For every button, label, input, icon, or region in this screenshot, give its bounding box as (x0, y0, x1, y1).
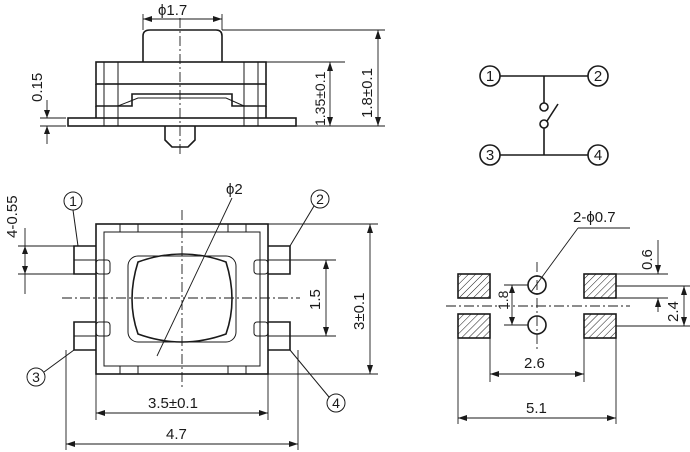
dim-pad-pitch-vertical: 2.4 (665, 301, 682, 322)
schematic-pin-3-label: 3 (486, 147, 494, 164)
schematic-pin-4-label: 4 (594, 147, 602, 164)
schematic-pin-2-icon (587, 65, 609, 87)
dim-pad-height: 0.6 (639, 249, 656, 270)
switch-schematic: 1 2 3 4 (479, 65, 609, 166)
dim-button-diameter: ϕ1.7 (158, 2, 187, 19)
pad-top-left (457, 273, 491, 299)
dim-pad-outer-span: 5.1 (526, 400, 547, 417)
pcb-footprint: 2-ϕ0.7 0.6 2.4 1.8 2.6 (446, 209, 690, 424)
pin-4-label: 4 (332, 395, 340, 411)
top-view: ϕ2 1 2 3 4 4-0.55 1.5 3 (4, 181, 378, 450)
dim-actuator-diameter: ϕ2 (226, 181, 243, 198)
pad-bottom-right (583, 313, 617, 339)
pin-1-label: 1 (69, 193, 77, 209)
dim-standoff: 0.15 (29, 73, 46, 102)
pin-4-icon (326, 393, 346, 413)
schematic-pin-1-icon (479, 65, 501, 87)
pad-bottom-left (457, 313, 491, 339)
pin-3-label: 3 (32, 369, 40, 385)
pin-3-icon (26, 367, 46, 387)
schematic-pin-4-icon (587, 144, 609, 166)
switch-contact-icon (539, 102, 549, 112)
schematic-pin-2-label: 2 (594, 68, 602, 85)
pad-top-right (583, 273, 617, 299)
dim-hole-spec: 2-ϕ0.7 (573, 209, 616, 226)
schematic-pin-3-icon (479, 144, 501, 166)
dim-leg-width: 4-0.55 (4, 195, 21, 238)
schematic-pin-1-label: 1 (486, 68, 494, 85)
side-view: ϕ1.7 0.15 1.35±0.1 1.8±0.1 (29, 2, 385, 155)
dim-pin-pitch: 1.5 (307, 289, 324, 310)
dim-body-depth: 3±0.1 (351, 293, 368, 330)
dim-total-width: 4.7 (166, 426, 187, 443)
dim-pad-inner-span: 2.6 (524, 355, 545, 372)
dim-total-height: 1.8±0.1 (359, 68, 376, 118)
dim-body-width: 3.5±0.1 (148, 395, 198, 412)
dim-body-height: 1.35±0.1 (312, 71, 328, 126)
dim-hole-pitch: 1.8 (495, 290, 511, 310)
pin-2-icon (310, 189, 330, 209)
pin-2-label: 2 (316, 191, 324, 207)
